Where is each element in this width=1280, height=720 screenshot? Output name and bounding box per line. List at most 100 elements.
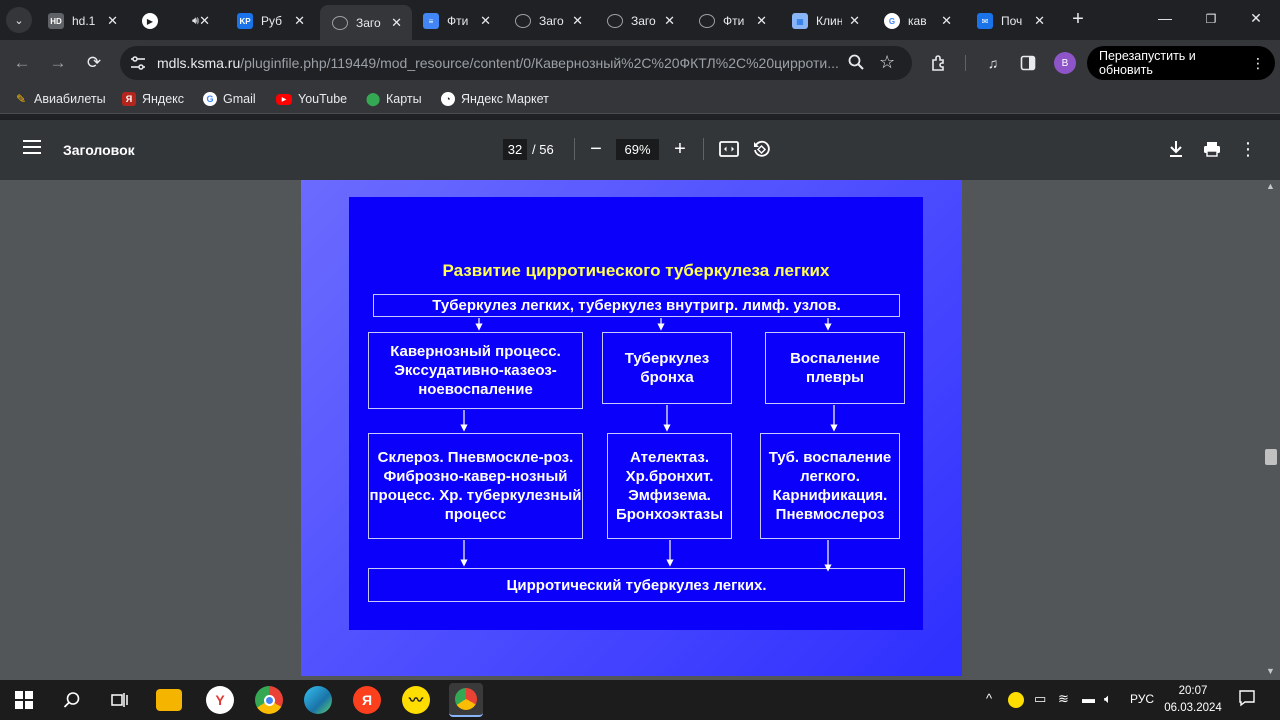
download-icon[interactable]: [1164, 137, 1188, 161]
zoom-input[interactable]: 69%: [616, 139, 659, 160]
scroll-up-icon[interactable]: ▲: [1266, 181, 1275, 191]
browser-tab[interactable]: ✉Поч✕: [965, 5, 1055, 37]
back-button[interactable]: ←: [13, 53, 31, 72]
tab-close-icon[interactable]: ✕: [107, 13, 118, 28]
pdf-title: Заголовок: [63, 142, 135, 158]
pdf-viewer[interactable]: Развитие цирротического туберкулеза легк…: [0, 180, 1280, 680]
chrome-profile-active-icon[interactable]: [449, 683, 483, 717]
side-panel-icon[interactable]: [1017, 52, 1039, 74]
bookmark-aviabilety[interactable]: ✎Авиабилеты: [14, 92, 106, 106]
tab-title: Фти: [447, 14, 469, 28]
browser-tab[interactable]: ▦Клин✕: [780, 5, 870, 37]
browser-tab[interactable]: Заго✕: [595, 5, 685, 37]
page-number-input[interactable]: 32: [503, 139, 527, 160]
edge-icon[interactable]: [304, 686, 332, 714]
minimize-button[interactable]: —: [1158, 10, 1172, 26]
extensions-icon[interactable]: [928, 52, 950, 74]
tab-close-icon[interactable]: ✕: [756, 13, 767, 28]
beeline-tray-icon[interactable]: [1008, 692, 1024, 708]
reload-button[interactable]: ⟳: [86, 53, 102, 72]
bookmark-label: YouTube: [298, 92, 348, 106]
yandex-icon[interactable]: Я: [353, 686, 381, 714]
browser-tab[interactable]: ▶🔊︎✕: [130, 5, 220, 37]
browser-tab[interactable]: ≡Фти✕: [411, 5, 501, 37]
device-icon[interactable]: ▭: [1034, 691, 1047, 706]
clock-time: 20:07: [1178, 685, 1208, 697]
tab-close-icon[interactable]: ✕: [391, 14, 402, 30]
tab-close-icon[interactable]: ✕: [480, 13, 491, 28]
file-explorer-icon[interactable]: [156, 689, 182, 711]
task-view-icon[interactable]: [106, 686, 134, 714]
tab-close-icon[interactable]: ✕: [572, 13, 583, 28]
volume-icon[interactable]: 🔈︎: [1104, 691, 1112, 706]
pdf-divider: [574, 138, 575, 160]
yandex-browser-icon[interactable]: Y: [206, 686, 234, 714]
language-indicator[interactable]: РУС: [1130, 692, 1155, 706]
tab-audio-icon[interactable]: 🔊︎: [192, 14, 200, 27]
tab-close-icon[interactable]: ✕: [664, 13, 675, 28]
tab-search-button[interactable]: ⌄: [6, 7, 32, 33]
beeline-icon[interactable]: 〰: [402, 686, 430, 714]
box-cirrhotic-tb: Цирротический туберкулез легких.: [368, 568, 905, 602]
tab-favicon-icon: G: [884, 13, 900, 29]
restore-button[interactable]: ❐: [1205, 12, 1217, 26]
forward-button[interactable]: →: [49, 53, 67, 72]
tab-close-icon[interactable]: ✕: [199, 13, 210, 28]
bookmark-youtube[interactable]: ▶YouTube: [276, 92, 347, 106]
tab-close-icon[interactable]: ✕: [294, 13, 305, 28]
clock-date: 06.03.2024: [1164, 702, 1222, 714]
new-tab-button[interactable]: +: [1072, 8, 1084, 30]
clock[interactable]: 20:07 06.03.2024: [1163, 683, 1223, 717]
bookmark-label: Gmail: [223, 92, 256, 106]
browser-tab[interactable]: Заго✕: [320, 5, 412, 40]
bookmark-yandex-market[interactable]: ◔Яндекс Маркет: [441, 92, 549, 106]
bookmark-karty[interactable]: ⬤Карты: [366, 91, 422, 106]
browser-tab[interactable]: Фти✕: [687, 5, 777, 37]
relaunch-update-button[interactable]: Перезапустить и обновить ⋮: [1087, 46, 1275, 80]
profile-avatar[interactable]: В: [1054, 52, 1076, 74]
scrollbar[interactable]: [1262, 180, 1280, 680]
tab-close-icon[interactable]: ✕: [1034, 13, 1045, 28]
site-info-icon[interactable]: [129, 54, 147, 72]
zoom-search-icon[interactable]: [847, 53, 865, 76]
address-bar[interactable]: mdls.ksma.ru/pluginfile.php/119449/mod_r…: [120, 46, 912, 80]
page-total: / 56: [532, 142, 554, 157]
tab-title: Поч: [1001, 14, 1023, 28]
fit-page-icon[interactable]: [717, 137, 741, 161]
battery-icon[interactable]: ▬: [1082, 691, 1095, 706]
show-hidden-icons[interactable]: ^: [986, 691, 993, 706]
windows-taskbar: Y Я 〰 ^ ▭ ≋ ▬ 🔈︎ РУС 20:07 06.03.2024: [0, 680, 1280, 720]
scroll-down-icon[interactable]: ▼: [1266, 666, 1275, 676]
window-close-button[interactable]: ✕: [1250, 10, 1262, 26]
notifications-icon[interactable]: [1238, 689, 1256, 710]
kebab-menu-icon[interactable]: ⋮: [1251, 54, 1265, 71]
toolbar-divider: [965, 55, 966, 71]
tab-favicon-icon: [607, 14, 623, 28]
tab-close-icon[interactable]: ✕: [849, 13, 860, 28]
zoom-out-button[interactable]: −: [590, 137, 602, 160]
box-carnification: Туб. воспаление легкого. Карнификация. П…: [760, 433, 900, 539]
tab-close-icon[interactable]: ✕: [941, 13, 952, 28]
rotate-icon[interactable]: [749, 137, 773, 161]
media-control-icon[interactable]: ♫: [987, 55, 999, 71]
pdf-menu-icon[interactable]: [23, 140, 41, 158]
bookmark-label: Авиабилеты: [34, 92, 106, 106]
pdf-more-icon[interactable]: ⋮: [1239, 138, 1257, 159]
search-icon[interactable]: [58, 686, 86, 714]
slide-title: Развитие цирротического туберкулеза легк…: [442, 261, 830, 280]
chrome-icon[interactable]: [255, 686, 283, 714]
browser-tab[interactable]: Заго✕: [503, 5, 593, 37]
scroll-thumb[interactable]: [1265, 449, 1277, 465]
google-icon: G: [203, 92, 217, 106]
bookmark-star-icon[interactable]: ☆: [879, 52, 896, 72]
bookmark-gmail[interactable]: G Gmail: [203, 92, 256, 106]
zoom-in-button[interactable]: +: [674, 137, 686, 160]
wifi-icon[interactable]: ≋: [1058, 691, 1069, 706]
windows-start-icon[interactable]: [10, 686, 38, 714]
print-icon[interactable]: [1200, 137, 1224, 161]
